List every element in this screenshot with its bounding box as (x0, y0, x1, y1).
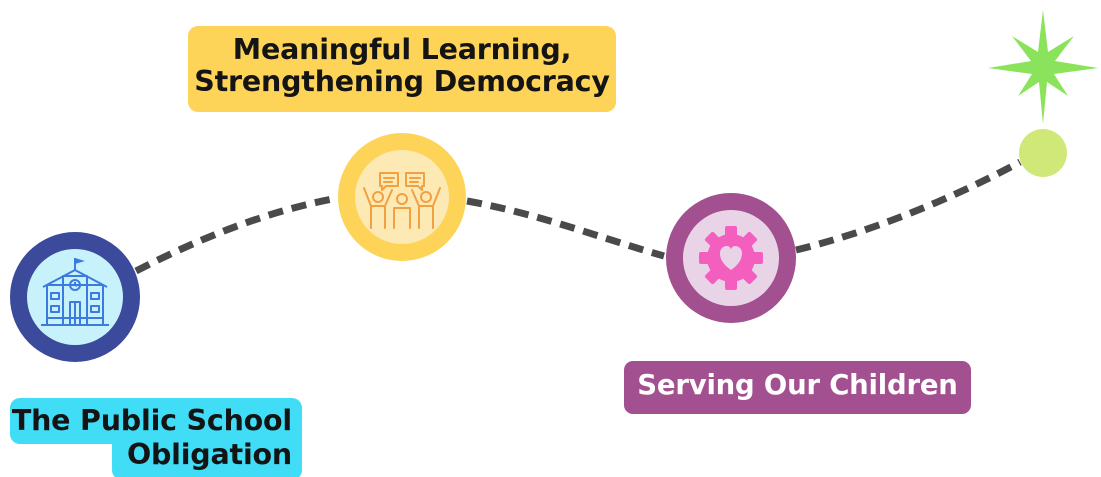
label-line: Meaningful Learning, (232, 33, 572, 66)
children-node (666, 193, 796, 323)
path-segment-3 (795, 158, 1022, 254)
gear-heart-icon (699, 226, 763, 290)
school-node (10, 232, 140, 362)
label-serving-our-children: Serving Our Children (624, 361, 971, 414)
path-segment-2 (466, 197, 665, 260)
people-speech-bubbles-icon (363, 172, 441, 229)
school-building-icon (41, 258, 109, 326)
people-node (338, 133, 466, 261)
star-burst-icon (988, 10, 1098, 124)
end-marker (988, 10, 1098, 177)
end-dot (1019, 129, 1067, 177)
label-line: Serving Our Children (637, 369, 958, 401)
path-segment-1 (134, 194, 339, 275)
label-line: Strengthening Democracy (194, 64, 610, 98)
label-meaningful-learning: Meaningful Learning, Strengthening Democ… (188, 26, 616, 112)
